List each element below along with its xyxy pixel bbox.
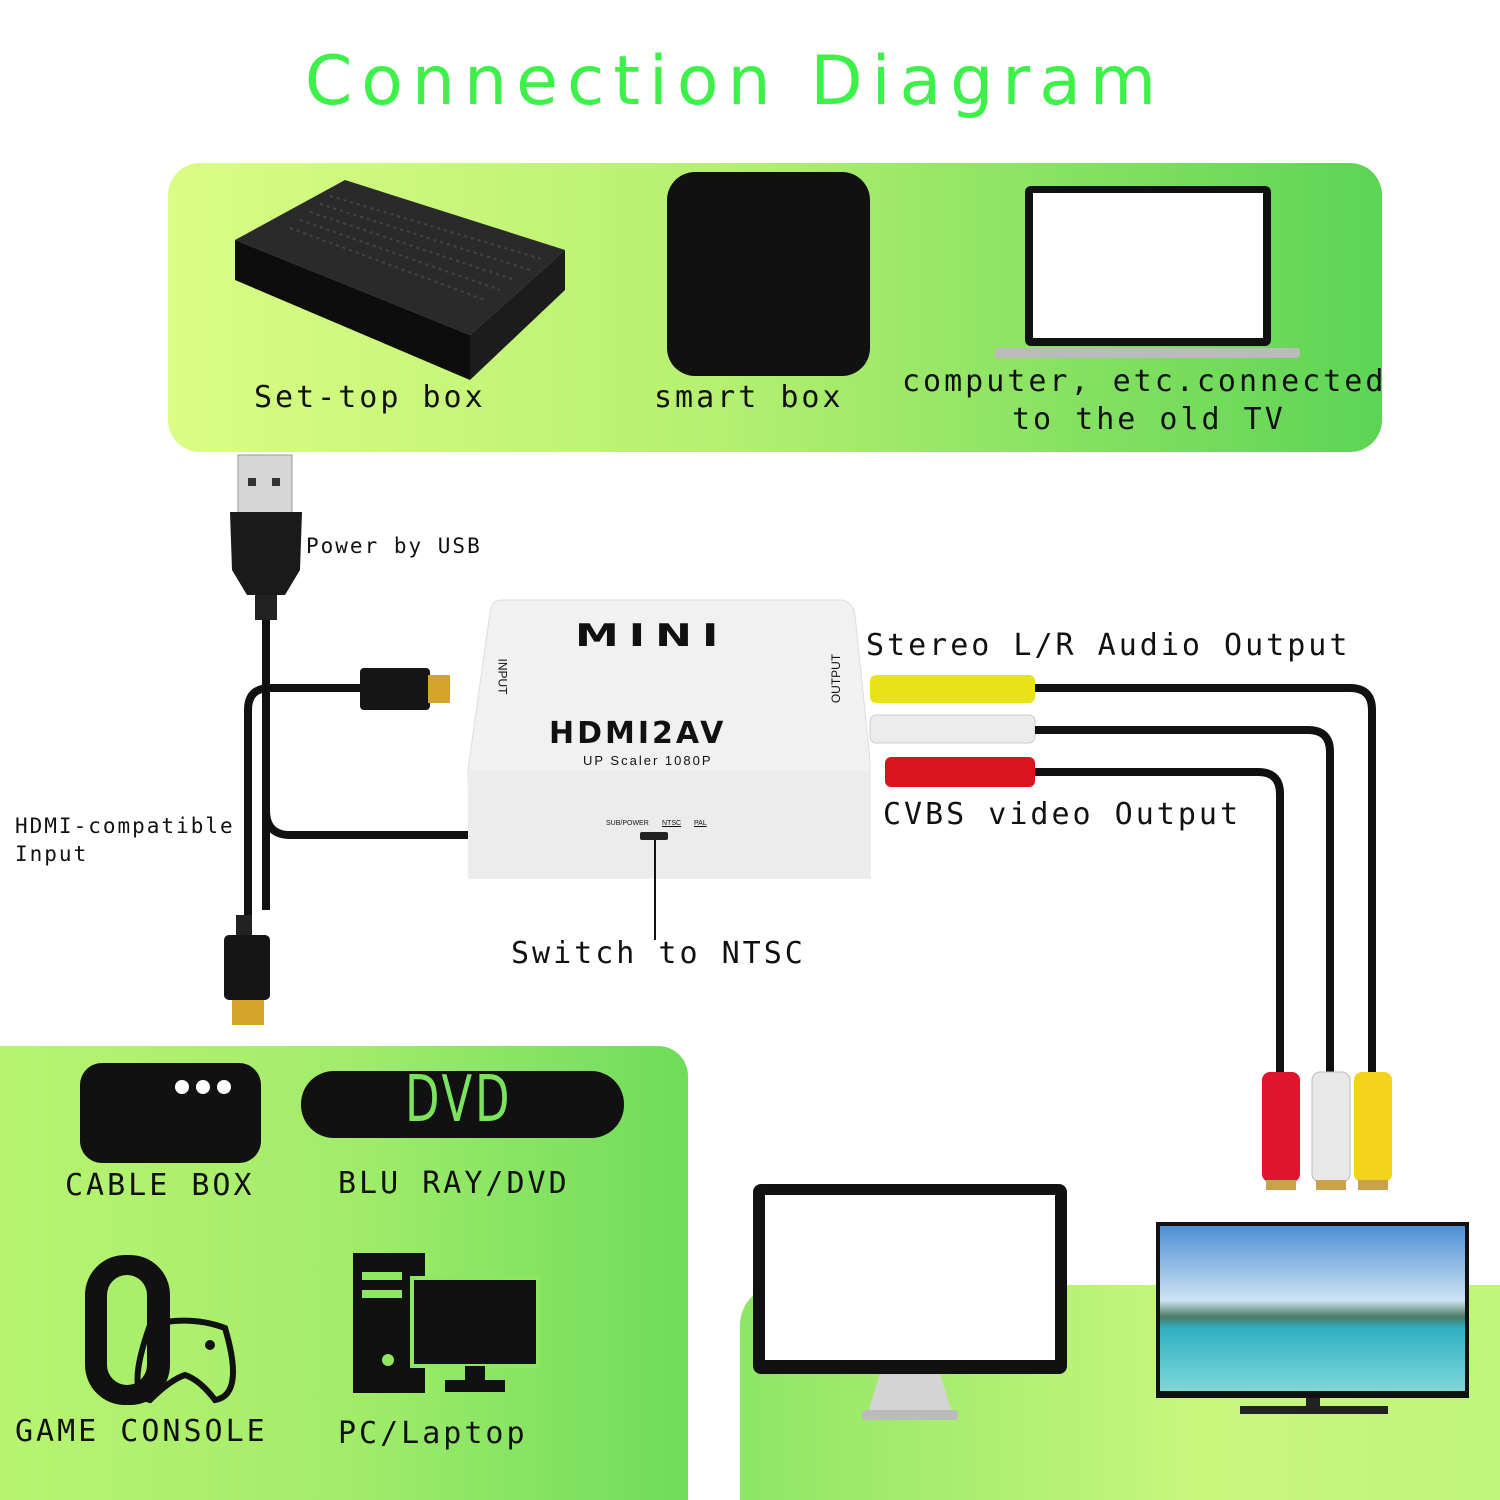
- set-top-box-icon: [235, 180, 565, 380]
- rca-end-plugs: [1262, 1071, 1392, 1190]
- switch-ntsc-label: Switch to NTSC: [511, 936, 806, 971]
- game-console-icon: [85, 1255, 236, 1405]
- blu-ray-dvd-label: BLU RAY/DVD: [338, 1166, 570, 1201]
- switch-sub-power-label: SUB/POWER: [606, 820, 649, 827]
- hdmi-plug-top-icon: [360, 668, 450, 710]
- computer-label-line2: to the old TV: [1012, 402, 1286, 437]
- switch-ntsc-option: NTSC: [662, 820, 682, 827]
- audio-output-label: Stereo L/R Audio Output: [866, 628, 1351, 663]
- video-output-label: CVBS video Output: [883, 797, 1242, 832]
- hdmi-plug-bottom-icon: [224, 915, 270, 1025]
- rca-yellow-plug: [870, 675, 1035, 703]
- usb-plug-icon: [230, 454, 302, 620]
- hdmi2av-converter: [467, 599, 871, 879]
- converter-brand: MINI: [575, 617, 729, 654]
- cable-box-label: CABLE BOX: [65, 1168, 255, 1203]
- rca-red-plug: [885, 757, 1035, 787]
- converter-subtitle: UP Scaler 1080P: [583, 753, 713, 768]
- power-usb-label: Power by USB: [306, 534, 482, 558]
- converter-model: HDMI2AV: [549, 716, 727, 751]
- output-port-label: OUTPUT: [829, 653, 844, 704]
- monitor-icon: [753, 1184, 1067, 1420]
- dvd-logo-text: DVD: [405, 1063, 513, 1137]
- tv-icon: [1156, 1222, 1469, 1414]
- hdmi-input-label-line2: Input: [15, 842, 89, 866]
- page-title: Connection Diagram: [304, 42, 1166, 121]
- laptop-icon: [995, 186, 1300, 358]
- game-console-label: GAME CONSOLE: [15, 1414, 268, 1449]
- pc-laptop-icon: [353, 1253, 540, 1393]
- switch-pal-option: PAL: [694, 820, 707, 827]
- dvd-logo-icon: [301, 1071, 624, 1138]
- set-top-box-label: Set-top box: [254, 380, 486, 415]
- cable-box-icon: [80, 1063, 261, 1163]
- smart-box-label: smart box: [654, 380, 844, 415]
- rca-white-plug: [869, 714, 1036, 744]
- computer-label-line1: computer, etc.connected: [902, 364, 1387, 399]
- input-port-label: INPUT: [495, 658, 510, 695]
- pc-laptop-label: PC/Laptop: [338, 1416, 528, 1451]
- smart-box-icon: [667, 172, 870, 376]
- hdmi-input-label-line1: HDMI-compatible: [15, 814, 235, 838]
